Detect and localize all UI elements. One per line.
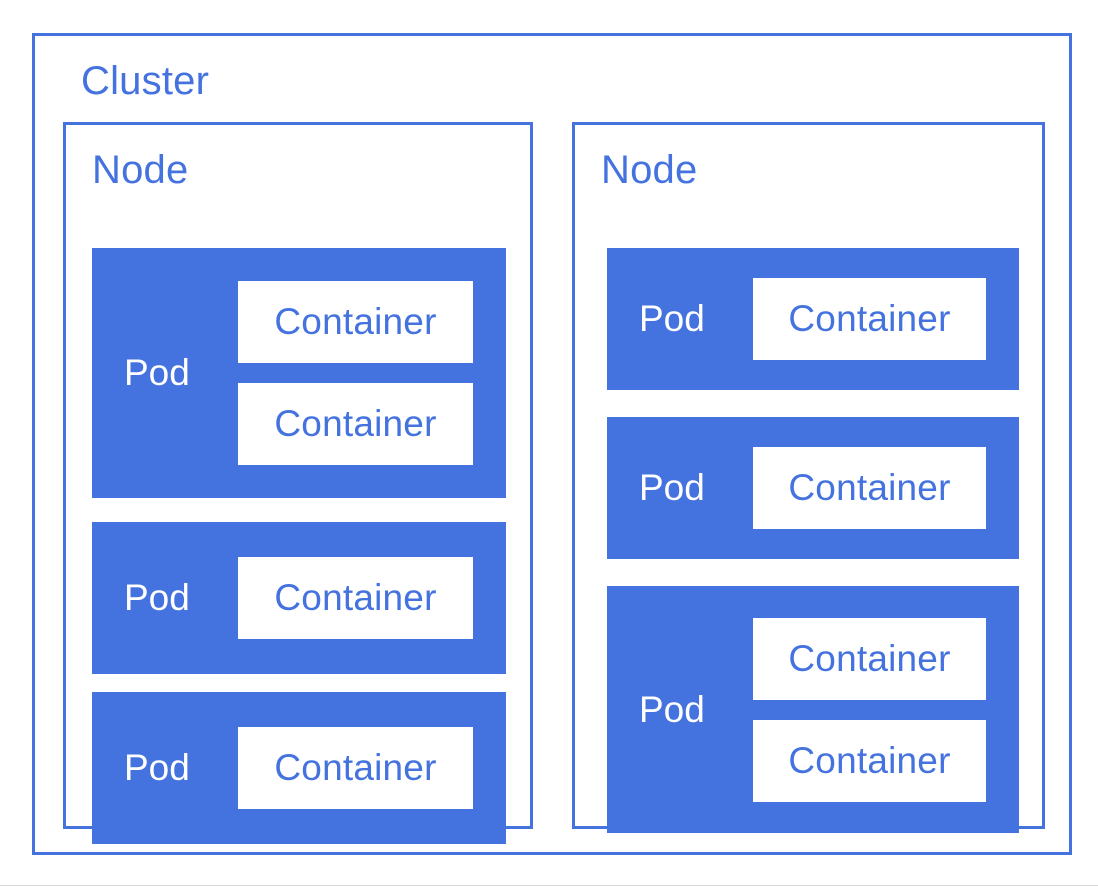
pod-box: Pod Container [607, 417, 1019, 559]
container-box: Container [753, 617, 986, 700]
pod-label: Pod [639, 467, 705, 508]
node-title: Node [601, 148, 698, 192]
container-label: Container [788, 637, 951, 679]
container-label: Container [788, 298, 951, 339]
cluster-box: Cluster Node Pod Container Container [32, 33, 1072, 855]
container-stack: Container Container [753, 617, 1019, 802]
container-label: Container [788, 467, 951, 508]
cluster-title: Cluster [81, 59, 210, 103]
container-label: Container [274, 747, 437, 788]
pod-label: Pod [124, 577, 190, 618]
pod-label: Pod [639, 688, 705, 730]
pod-label: Pod [124, 352, 190, 393]
container-box: Container [753, 278, 986, 360]
pod-box: Pod Container Container [607, 586, 1019, 833]
node-box-2: Node Pod Container Pod Co [572, 122, 1045, 833]
pod-box: Pod Container [92, 522, 506, 674]
container-box: Container [238, 727, 473, 809]
container-label: Container [788, 739, 951, 781]
container-label: Container [274, 577, 437, 618]
container-label: Container [274, 403, 437, 444]
container-box: Container [238, 557, 473, 639]
container-box: Container [753, 447, 986, 529]
container-label: Container [274, 301, 437, 342]
container-box: Container [753, 719, 986, 802]
container-stack: Container [238, 557, 506, 639]
pod-box: Pod Container [607, 248, 1019, 390]
pod-label: Pod [124, 747, 190, 788]
pod-box: Pod Container [92, 692, 506, 844]
pod-label: Pod [639, 298, 705, 339]
node-title: Node [92, 148, 189, 192]
pod-box: Pod Container Container [92, 248, 506, 498]
node-box-1: Node Pod Container Container [63, 122, 533, 844]
container-stack: Container [238, 727, 506, 809]
container-box: Container [238, 383, 473, 465]
container-box: Container [238, 281, 473, 363]
container-stack: Container Container [238, 281, 506, 465]
container-stack: Container [753, 278, 1019, 360]
container-stack: Container [753, 447, 1019, 529]
